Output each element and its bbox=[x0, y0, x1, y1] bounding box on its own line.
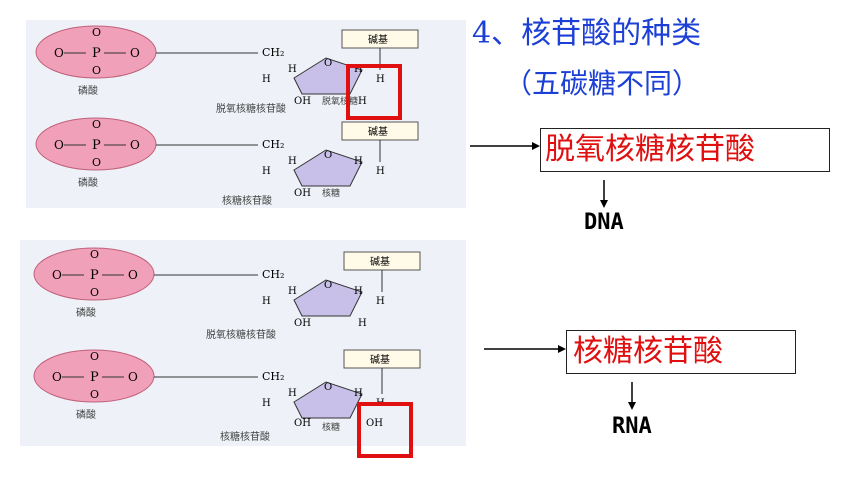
h-label: H bbox=[376, 166, 385, 177]
h-label: H bbox=[354, 286, 363, 297]
ribonucleotide-structure: O P O O O 磷酸 CH₂ O 碱基 H H H H OH 核糖 核糖核苷… bbox=[35, 117, 419, 207]
h-label: H bbox=[376, 74, 385, 85]
arrow-down-icon bbox=[628, 382, 636, 410]
h-label: H bbox=[262, 398, 271, 409]
arrow-right-icon bbox=[484, 345, 566, 353]
phosphate-label: 磷酸 bbox=[78, 84, 98, 97]
nucleotide-diagram-bottom: O P O O O 磷酸 CH₂ O 碱基 H H H H OH H 脱氧核糖核… bbox=[33, 247, 421, 443]
phosphate-label: 磷酸 bbox=[76, 408, 96, 421]
p-label: P bbox=[90, 268, 99, 283]
o-label: O bbox=[324, 382, 332, 393]
ribonucleotide-box: 核糖核苷酸 bbox=[566, 330, 796, 374]
h-label: H bbox=[288, 156, 297, 167]
h-label: H bbox=[288, 64, 297, 75]
o-label: O bbox=[92, 118, 101, 131]
phosphate-label: 磷酸 bbox=[78, 176, 98, 189]
o-label: O bbox=[92, 26, 101, 39]
phosphate-label: 磷酸 bbox=[76, 306, 96, 319]
o-label: O bbox=[130, 138, 140, 152]
sugar-ring bbox=[293, 279, 363, 317]
highlight-frame-2prime-oh bbox=[357, 402, 413, 458]
nucleotide-diagram-top: O P O O O 磷酸 CH₂ O 碱基 H H H H OH H 脱氧核糖 … bbox=[35, 25, 419, 207]
ribonucleotide-structure: O P O O O 磷酸 CH₂ O 碱基 H H H H OH OH 核糖 核… bbox=[33, 349, 421, 443]
highlight-frame-2prime-h bbox=[346, 64, 402, 120]
phosphate-ellipse bbox=[33, 349, 155, 403]
h-label: H bbox=[262, 74, 271, 85]
o-label: O bbox=[130, 46, 140, 60]
h-label: H bbox=[288, 286, 297, 297]
nucleotide-figure-top: O P O O O 磷酸 CH₂ O 碱基 H H H H OH H 脱氧核糖 … bbox=[26, 20, 466, 208]
oh-label: OH bbox=[294, 188, 311, 199]
h-label: H bbox=[288, 388, 297, 399]
o-label: O bbox=[54, 46, 64, 60]
h-label: H bbox=[354, 156, 363, 167]
h-label: H bbox=[376, 296, 385, 307]
nucleotide-caption: 脱氧核糖核苷酸 bbox=[206, 328, 276, 341]
o-label: O bbox=[90, 388, 99, 401]
o-label: O bbox=[324, 280, 332, 291]
rna-label: RNA bbox=[612, 414, 652, 439]
o-label: O bbox=[52, 268, 62, 282]
o-label: O bbox=[92, 64, 101, 77]
p-label: P bbox=[92, 138, 101, 153]
o-label: O bbox=[54, 138, 64, 152]
phosphate-ellipse bbox=[33, 247, 155, 301]
o-label: O bbox=[324, 150, 332, 161]
h-label: H bbox=[358, 318, 367, 329]
o-label: O bbox=[128, 268, 138, 282]
sugar-ring bbox=[293, 149, 363, 187]
o-label: O bbox=[90, 286, 99, 299]
o-label: O bbox=[52, 370, 62, 384]
o-label: O bbox=[90, 350, 99, 363]
arrow-right-icon bbox=[470, 142, 540, 150]
o-label: O bbox=[90, 248, 99, 261]
p-label: P bbox=[90, 370, 99, 385]
base-label: 碱基 bbox=[370, 255, 390, 268]
h-label: H bbox=[358, 96, 367, 107]
sugar-name: 核糖 bbox=[322, 421, 340, 433]
arrow-down-icon bbox=[600, 180, 608, 208]
ch2-label: CH₂ bbox=[262, 138, 284, 151]
deoxyribonucleotide-box: 脱氧核糖核苷酸 bbox=[540, 128, 830, 172]
base-label: 碱基 bbox=[368, 33, 388, 46]
oh-label: OH bbox=[294, 318, 311, 329]
sugar-ring bbox=[293, 381, 363, 419]
o-label: O bbox=[92, 156, 101, 169]
sugar-name: 核糖 bbox=[322, 187, 340, 199]
oh-label: OH bbox=[294, 418, 311, 429]
nucleotide-caption: 核糖核苷酸 bbox=[222, 194, 272, 207]
slide-title: 4、核苷酸的种类 bbox=[472, 16, 702, 51]
base-label: 碱基 bbox=[368, 125, 388, 138]
sugar-ring bbox=[293, 57, 363, 95]
slide-subtitle: （五碳糖不同） bbox=[504, 67, 701, 100]
nucleotide-caption: 核糖核苷酸 bbox=[220, 430, 270, 443]
base-label: 碱基 bbox=[370, 353, 390, 366]
phosphate-ellipse bbox=[35, 25, 157, 79]
oh-label: OH bbox=[294, 96, 311, 107]
h-label: H bbox=[262, 166, 271, 177]
oh-label: OH bbox=[366, 418, 383, 429]
ch2-label: CH₂ bbox=[262, 268, 284, 281]
deoxyribonucleotide-structure: O P O O O 磷酸 CH₂ O 碱基 H H H H OH H 脱氧核糖 … bbox=[35, 25, 419, 115]
h-label: H bbox=[262, 296, 271, 307]
deoxyribonucleotide-structure: O P O O O 磷酸 CH₂ O 碱基 H H H H OH H 脱氧核糖核… bbox=[33, 247, 421, 341]
p-label: P bbox=[92, 46, 101, 61]
dna-label: DNA bbox=[584, 210, 624, 235]
ch2-label: CH₂ bbox=[262, 370, 284, 383]
nucleotide-caption: 脱氧核糖核苷酸 bbox=[216, 102, 286, 115]
o-label: O bbox=[128, 370, 138, 384]
h-label: H bbox=[354, 64, 363, 75]
phosphate-ellipse bbox=[35, 117, 157, 171]
h-label: H bbox=[354, 388, 363, 399]
nucleotide-figure-bottom: O P O O O 磷酸 CH₂ O 碱基 H H H H OH H 脱氧核糖核… bbox=[20, 240, 466, 446]
o-label: O bbox=[324, 58, 332, 69]
ch2-label: CH₂ bbox=[262, 46, 284, 59]
